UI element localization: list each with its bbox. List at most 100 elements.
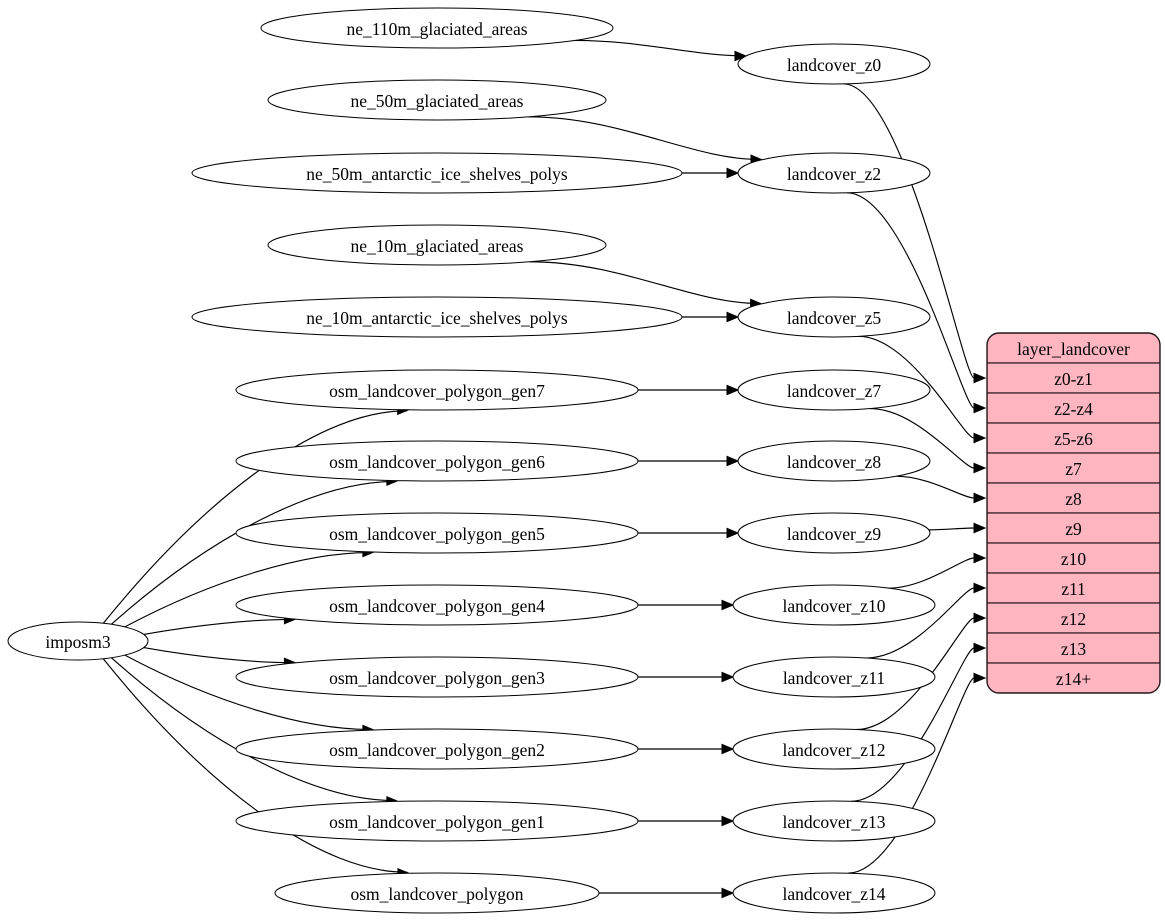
table-row-label-z14+: z14+ [1056, 669, 1091, 689]
table-row-label-z7: z7 [1065, 459, 1082, 479]
node-ellipse-shape-osm_landcover_polygon_gen7 [235, 369, 639, 411]
node-label-landcover_z10: landcover_z10 [782, 596, 885, 616]
node-ne_110m_glaciated_areas[interactable]: ne_110m_glaciated_areas [260, 7, 614, 49]
node-osm_landcover_polygon_gen7[interactable]: osm_landcover_polygon_gen7 [235, 369, 639, 411]
node-landcover_z10[interactable]: landcover_z10 [732, 584, 936, 626]
node-ellipse-shape-osm_landcover_polygon_gen5 [235, 512, 639, 554]
node-ellipse-shape-landcover_z2 [737, 152, 931, 194]
node-osm_landcover_polygon_gen2[interactable]: osm_landcover_polygon_gen2 [235, 728, 639, 770]
edge-arrowhead [973, 522, 987, 534]
node-osm_landcover_polygon_gen4[interactable]: osm_landcover_polygon_gen4 [235, 584, 639, 626]
edge-arrowhead [726, 167, 740, 179]
edge-arrowhead [734, 50, 748, 62]
node-landcover_z5[interactable]: landcover_z5 [737, 296, 931, 338]
node-ne_50m_glaciated_areas[interactable]: ne_50m_glaciated_areas [267, 79, 607, 121]
node-label-landcover_z8: landcover_z8 [787, 452, 882, 472]
node-ne_50m_antarctic_ice_shelves_polys[interactable]: ne_50m_antarctic_ice_shelves_polys [191, 152, 683, 194]
node-label-osm_landcover_polygon_gen1: osm_landcover_polygon_gen1 [329, 812, 545, 832]
node-ellipse-shape-landcover_z10 [732, 584, 936, 626]
table-row-label-z8: z8 [1065, 489, 1082, 509]
table-row-z2-z4[interactable] [987, 392, 1160, 424]
edge-arrowhead [973, 642, 987, 654]
table-row-label-z0-z1: z0-z1 [1054, 369, 1093, 389]
edge-ne_50m_glaciated_areas-to-landcover_z2 [528, 116, 761, 160]
table-row-label-z10: z10 [1061, 549, 1087, 569]
table-header-label: layer_landcover [1017, 339, 1130, 359]
node-label-landcover_z5: landcover_z5 [787, 308, 882, 328]
node-osm_landcover_polygon[interactable]: osm_landcover_polygon [274, 872, 600, 914]
node-ne_10m_glaciated_areas[interactable]: ne_10m_glaciated_areas [267, 224, 607, 266]
edge-arrowhead [721, 743, 735, 755]
table-row-z12[interactable] [987, 602, 1160, 634]
edge-arrowhead [726, 527, 740, 539]
node-label-landcover_z14: landcover_z14 [782, 884, 885, 904]
edge-imposm3-to-osm_landcover_polygon_gen3 [143, 647, 294, 664]
edge-arrowhead [973, 612, 987, 624]
node-label-landcover_z0: landcover_z0 [787, 55, 882, 75]
node-label-landcover_z7: landcover_z7 [787, 381, 882, 401]
node-label-ne_10m_glaciated_areas: ne_10m_glaciated_areas [351, 236, 524, 256]
node-osm_landcover_polygon_gen5[interactable]: osm_landcover_polygon_gen5 [235, 512, 639, 554]
node-label-osm_landcover_polygon_gen2: osm_landcover_polygon_gen2 [329, 740, 545, 760]
node-ellipse-shape-ne_50m_antarctic_ice_shelves_polys [191, 152, 683, 194]
node-ellipse-shape-landcover_z14 [732, 872, 936, 914]
table-row-label-z12: z12 [1061, 609, 1086, 629]
node-landcover_z0[interactable]: landcover_z0 [737, 43, 931, 85]
node-osm_landcover_polygon_gen6[interactable]: osm_landcover_polygon_gen6 [235, 440, 639, 482]
node-ellipse-shape-imposm3 [7, 621, 149, 661]
edge-landcover_z0-to-z0-z1 [843, 83, 975, 379]
node-ellipse-shape-landcover_z8 [737, 440, 931, 482]
node-label-landcover_z2: landcover_z2 [787, 164, 881, 184]
edge-arrowhead [721, 815, 735, 827]
edge-arrowhead [973, 402, 987, 414]
node-label-osm_landcover_polygon_gen4: osm_landcover_polygon_gen4 [329, 596, 545, 616]
node-layer: imposm3 ne_110m_glaciated_areas ne_50m_gla… [7, 7, 936, 914]
node-ellipse-shape-osm_landcover_polygon_gen4 [235, 584, 639, 626]
table-row-z5-z6[interactable] [987, 422, 1160, 454]
edge-landcover_z13-to-z13 [851, 647, 975, 802]
table-row-z10[interactable] [987, 542, 1160, 574]
node-label-landcover_z12: landcover_z12 [782, 740, 885, 760]
edge-arrowhead [973, 582, 987, 594]
node-landcover_z14[interactable]: landcover_z14 [732, 872, 936, 914]
edge-ne_10m_glaciated_areas-to-landcover_z5 [529, 261, 760, 305]
node-ellipse-shape-ne_10m_antarctic_ice_shelves_polys [191, 296, 683, 338]
edge-imposm3-to-osm_landcover_polygon_gen5 [124, 551, 372, 628]
edge-landcover_z5-to-z5-z6 [858, 335, 975, 439]
node-landcover_z2[interactable]: landcover_z2 [737, 152, 931, 194]
table-row-z14+[interactable] [987, 662, 1160, 693]
edge-landcover_z2-to-z2-z4 [846, 192, 975, 409]
node-landcover_z8[interactable]: landcover_z8 [737, 440, 931, 482]
node-imposm3[interactable]: imposm3 [7, 621, 149, 661]
table-row-z9[interactable] [987, 512, 1160, 544]
table-row-z7[interactable] [987, 452, 1160, 484]
layer-landcover-table: layer_landcoverz0-z1z2-z4z5-z6z7z8z9z10z… [986, 332, 1161, 694]
node-landcover_z7[interactable]: landcover_z7 [737, 369, 931, 411]
edge-arrowhead [721, 671, 735, 683]
node-osm_landcover_polygon_gen3[interactable]: osm_landcover_polygon_gen3 [235, 656, 639, 698]
edge-landcover_z11-to-z11 [866, 587, 975, 659]
edge-arrowhead [726, 455, 740, 467]
node-label-ne_10m_antarctic_ice_shelves_polys: ne_10m_antarctic_ice_shelves_polys [306, 308, 568, 328]
edge-arrowhead [973, 372, 987, 384]
node-ellipse-shape-osm_landcover_polygon [274, 872, 600, 914]
table-row-label-z13: z13 [1061, 639, 1087, 659]
node-osm_landcover_polygon_gen1[interactable]: osm_landcover_polygon_gen1 [235, 800, 639, 842]
edge-landcover_z8-to-z8 [896, 475, 975, 499]
node-landcover_z11[interactable]: landcover_z11 [732, 656, 936, 698]
node-landcover_z9[interactable]: landcover_z9 [737, 512, 931, 554]
node-landcover_z12[interactable]: landcover_z12 [732, 728, 936, 770]
edge-imposm3-to-osm_landcover_polygon_gen6 [110, 480, 397, 625]
node-ellipse-shape-osm_landcover_polygon_gen3 [235, 656, 639, 698]
table-row-label-z2-z4: z2-z4 [1054, 399, 1093, 419]
edge-arrowhead [973, 432, 987, 444]
node-landcover_z13[interactable]: landcover_z13 [732, 800, 936, 842]
edge-ne_110m_glaciated_areas-to-landcover_z0 [574, 39, 744, 57]
node-ne_10m_antarctic_ice_shelves_polys[interactable]: ne_10m_antarctic_ice_shelves_polys [191, 296, 683, 338]
node-ellipse-shape-landcover_z7 [737, 369, 931, 411]
edge-landcover_z7-to-z7 [870, 407, 975, 469]
node-label-osm_landcover_polygon_gen6: osm_landcover_polygon_gen6 [329, 452, 545, 472]
table-row-z13[interactable] [987, 632, 1160, 664]
node-ellipse-shape-landcover_z0 [737, 43, 931, 85]
